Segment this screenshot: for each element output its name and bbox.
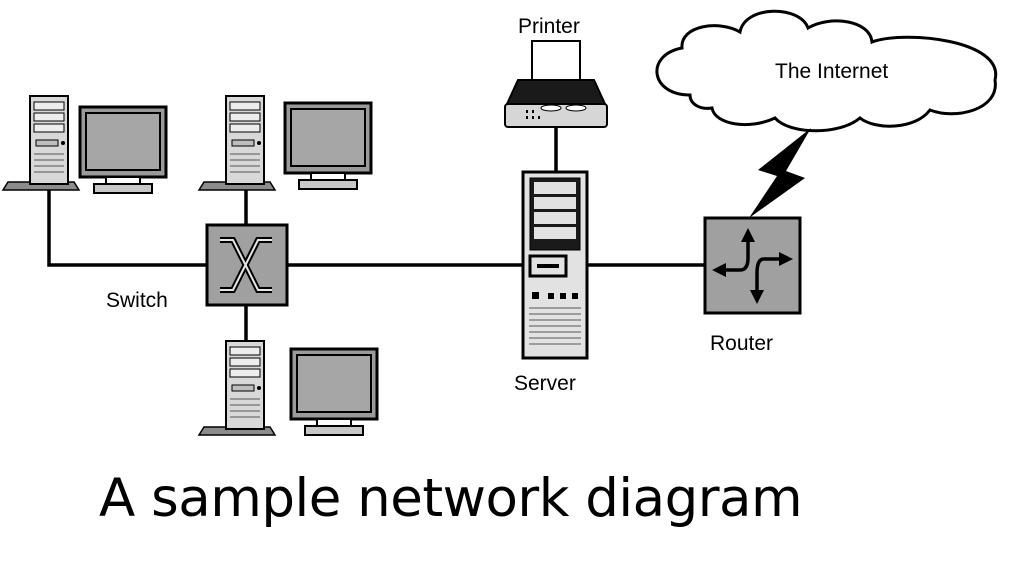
workstation-top-left: [2, 95, 168, 195]
printer-icon: [504, 40, 608, 128]
lightning-icon: [749, 128, 811, 218]
workstation-top-middle: [198, 95, 373, 191]
monitor-icon: [289, 347, 379, 437]
switch-label: Switch: [106, 289, 168, 312]
server-icon: [521, 170, 589, 360]
pc-tower-icon: [2, 95, 80, 191]
network-links: [47, 126, 705, 340]
router-icon: [703, 216, 802, 315]
cloud-icon: [655, 9, 998, 133]
server-label: Server: [514, 372, 576, 395]
router-label: Router: [710, 332, 773, 355]
pc-tower-icon: [198, 95, 276, 191]
diagram-caption: A sample network diagram: [99, 468, 803, 529]
monitor-icon: [283, 101, 373, 191]
workstation-bottom: [198, 340, 379, 437]
pc-tower-icon: [198, 340, 276, 436]
printer-label: Printer: [518, 15, 580, 38]
switch-icon: [205, 223, 289, 307]
monitor-icon: [78, 105, 168, 195]
internet-label: The Internet: [775, 60, 888, 83]
